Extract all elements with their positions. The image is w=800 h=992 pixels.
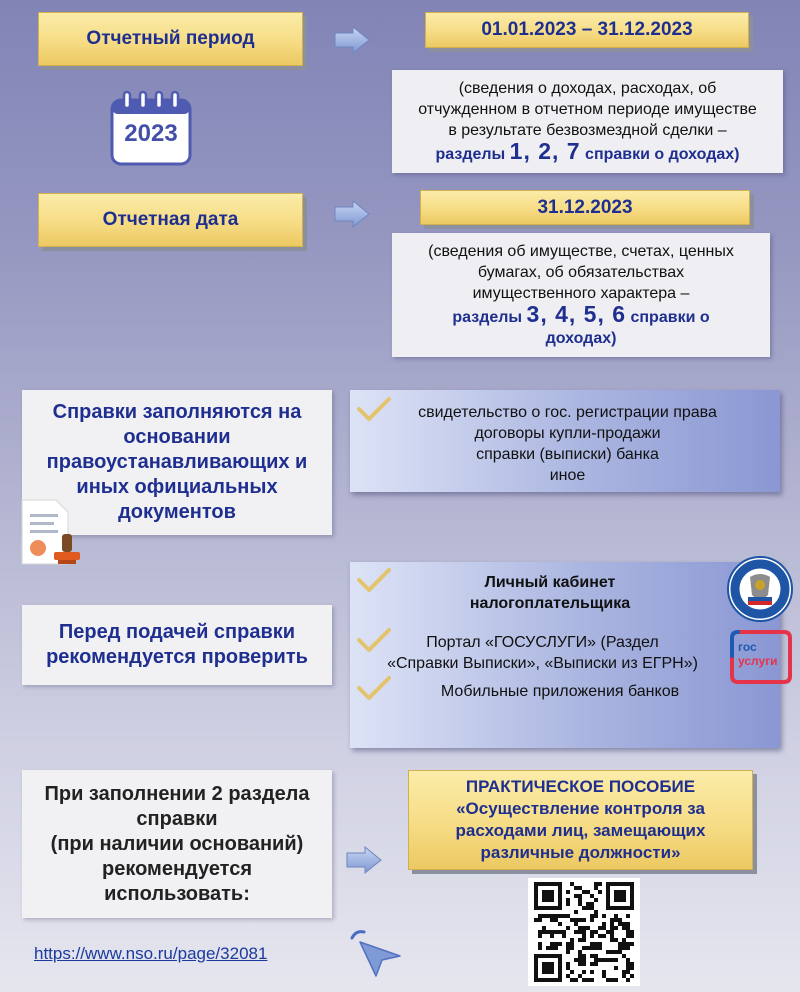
period-label: Отчетный период	[86, 28, 255, 49]
checkmark-icon	[357, 397, 391, 421]
section2-title-line: использовать:	[104, 882, 250, 905]
period-note-panel: (сведения о доходах, расходах, об отчужд…	[392, 70, 783, 173]
documents-title-line: документов	[118, 501, 236, 523]
check-sources-panel	[350, 562, 780, 748]
documents-list-item: свидетельство о гос. регистрации права	[418, 404, 717, 421]
period-label-plaque: Отчетный период	[38, 12, 303, 66]
documents-title-line: иных официальных	[76, 476, 278, 498]
gosuslugi-line: Портал «ГОСУСЛУГИ» (Раздел	[426, 634, 659, 651]
date-note-line: бумагах, об обязательствах	[477, 264, 685, 281]
qr-code[interactable]	[528, 878, 640, 986]
check-before-title-line: рекомендуется проверить	[46, 646, 308, 668]
date-note-suffix: справки о	[626, 309, 710, 326]
arrow-right-icon	[346, 845, 382, 875]
manual-line: расходами лиц, замещающих	[455, 821, 706, 840]
document-stamp-icon	[21, 499, 80, 565]
documents-list-panel	[350, 390, 780, 492]
period-value-plaque: 01.01.2023 – 31.12.2023	[425, 12, 749, 48]
date-label-plaque: Отчетная дата	[38, 193, 303, 247]
check-before-title-line: Перед подачей справки	[58, 621, 296, 643]
period-note-line: в результате безвозмездной сделки –	[448, 122, 727, 139]
documents-title-box: Справки заполняются на основании правоус…	[22, 390, 332, 535]
date-section-numbers: 3, 4, 5, 6	[526, 301, 627, 327]
cursor-pointer-icon	[350, 930, 401, 977]
documents-list-item: иное	[549, 467, 586, 484]
arrow-right-icon	[334, 25, 370, 55]
documents-title-line: правоустанавливающих и	[46, 451, 308, 473]
calendar-year: 2023	[124, 120, 178, 147]
section2-title-box: При заполнении 2 раздела справки (при на…	[22, 770, 332, 918]
section2-title-line: (при наличии оснований)	[50, 832, 304, 855]
gosuslugi-logo-line2: услуги	[738, 654, 778, 668]
documents-title-line: Справки заполняются на	[52, 401, 302, 423]
tax-cabinet-line: налогоплательщика	[469, 595, 631, 612]
practical-manual-plaque: ПРАКТИЧЕСКОЕ ПОСОБИЕ «Осуществление конт…	[408, 770, 753, 870]
check-before-title-box: Перед подачей справки рекомендуется пров…	[22, 605, 332, 685]
period-note-prefix: разделы	[435, 146, 510, 163]
checkmark-icon	[357, 568, 391, 592]
date-note-sections: разделы 3, 4, 5, 6 справки о	[452, 301, 710, 328]
documents-list-item: договоры купли-продажи	[474, 425, 661, 442]
tax-cabinet-line: Личный кабинет	[484, 574, 616, 591]
section2-title-line: справки	[136, 807, 218, 830]
period-note-suffix: справки о доходах)	[580, 146, 740, 163]
gosuslugi-portal-label: Портал «ГОСУСЛУГИ» (Раздел «Справки Выпи…	[355, 632, 730, 674]
calendar-icon: 2023	[110, 90, 192, 166]
gosuslugi-logo-icon: гос услуги	[730, 630, 792, 684]
date-note-line: доходах)	[545, 330, 617, 347]
date-value: 31.12.2023	[537, 196, 633, 218]
documents-list: свидетельство о гос. регистрации права д…	[390, 402, 745, 486]
documents-title-line: основании	[123, 426, 231, 448]
date-note-line: (сведения об имуществе, счетах, ценных	[428, 243, 734, 260]
tax-cabinet-label: Личный кабинет налогоплательщика	[400, 572, 700, 614]
section2-title-line: При заполнении 2 раздела	[44, 782, 310, 805]
nso-page-link[interactable]: https://www.nso.ru/page/32081	[34, 944, 268, 963]
period-value: 01.01.2023 – 31.12.2023	[481, 19, 693, 40]
date-note-prefix: разделы	[452, 309, 527, 326]
checkmark-icon	[357, 628, 391, 652]
gosuslugi-line: «Справки Выписки», «Выписки из ЕГРН»)	[387, 655, 698, 672]
manual-line: «Осуществление контроля за	[456, 799, 705, 818]
fns-emblem-icon	[727, 556, 793, 622]
date-note-line: имущественного характера –	[472, 285, 690, 302]
mobile-banks-label: Мобильные приложения банков	[440, 683, 680, 700]
checkmark-icon	[357, 676, 391, 700]
manual-line: различные должности»	[480, 843, 681, 862]
period-note-line: отчужденном в отчетном периоде имуществе	[418, 101, 757, 118]
period-note-line: (сведения о доходах, расходах, об	[458, 80, 717, 97]
gosuslugi-logo-line1: гос	[738, 640, 757, 654]
date-label: Отчетная дата	[102, 209, 239, 230]
manual-title: ПРАКТИЧЕСКОЕ ПОСОБИЕ	[465, 777, 696, 796]
date-note-panel: (сведения об имуществе, счетах, ценных б…	[392, 233, 770, 357]
period-note-sections: разделы 1, 2, 7 справки о доходах)	[435, 138, 740, 165]
period-section-numbers: 1, 2, 7	[509, 138, 581, 164]
date-value-plaque: 31.12.2023	[420, 190, 750, 225]
documents-list-item: справки (выписки) банка	[476, 446, 659, 463]
arrow-right-icon	[334, 199, 370, 229]
section2-title-line: рекомендуется	[101, 857, 253, 880]
